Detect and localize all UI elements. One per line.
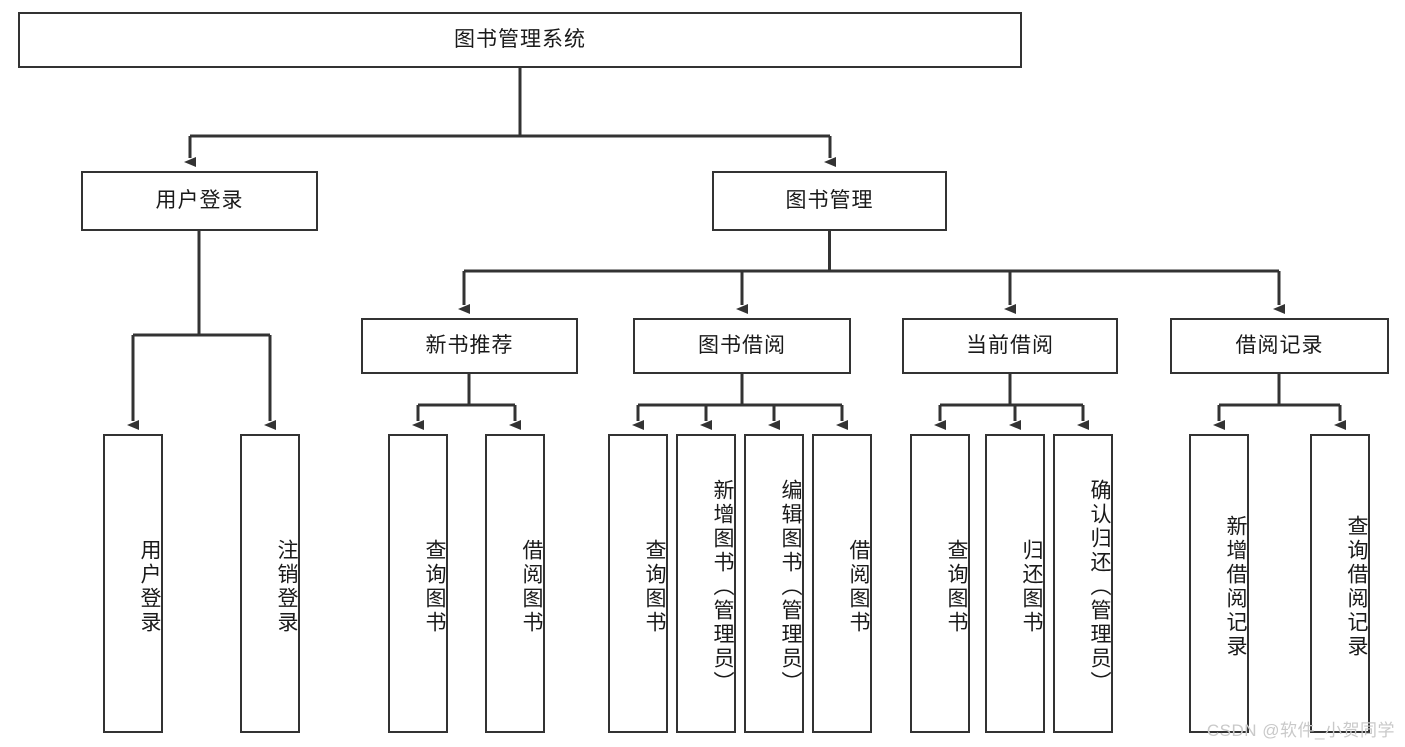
node-leaf-leaf-query-book-2[interactable]: 查询图书 (608, 434, 668, 733)
node-l3-current-borrow[interactable]: 当前借阅 (902, 318, 1118, 374)
node-leaf-leaf-query-book-1[interactable]: 查询图书 (388, 434, 448, 733)
node-label: 图书管理 (785, 189, 874, 213)
node-label: 当前借阅 (966, 334, 1054, 358)
node-leaf-leaf-return-book[interactable]: 归还图书 (985, 434, 1045, 733)
node-label: 新增借阅记录 (1224, 514, 1247, 659)
node-leaf-leaf-borrow-book-2[interactable]: 借阅图书 (812, 434, 872, 733)
node-l3-book-borrow[interactable]: 图书借阅 (633, 318, 851, 374)
node-label: 借阅记录 (1235, 334, 1324, 358)
node-leaf-leaf-query-book-3[interactable]: 查询图书 (910, 434, 970, 733)
node-label: 查询图书 (945, 538, 968, 635)
node-label: 查询借阅记录 (1345, 514, 1368, 659)
node-root-root[interactable]: 图书管理系统 (18, 12, 1022, 68)
node-leaf-leaf-logout[interactable]: 注销登录 (240, 434, 300, 733)
node-leaf-leaf-confirm-return[interactable]: 确认归还（管理员） (1053, 434, 1113, 733)
node-label: 确认归还（管理员） (1088, 478, 1111, 695)
node-label: 新书推荐 (425, 334, 514, 358)
node-label: 借阅图书 (847, 538, 870, 635)
node-leaf-leaf-user-login[interactable]: 用户登录 (103, 434, 163, 733)
watermark-text: CSDN @软件_小贺同学 (1206, 721, 1395, 740)
node-label: 归还图书 (1020, 538, 1043, 635)
node-label: 用户登录 (138, 538, 161, 635)
node-label: 新增图书（管理员） (711, 478, 734, 695)
node-leaf-leaf-add-record[interactable]: 新增借阅记录 (1189, 434, 1249, 733)
node-label: 图书管理系统 (454, 28, 586, 52)
node-leaf-leaf-query-record[interactable]: 查询借阅记录 (1310, 434, 1370, 733)
node-leaf-leaf-edit-book[interactable]: 编辑图书（管理员） (744, 434, 804, 733)
node-label: 注销登录 (275, 538, 298, 635)
node-l3-new-book-rec[interactable]: 新书推荐 (361, 318, 578, 374)
node-l2-user-login[interactable]: 用户登录 (81, 171, 318, 231)
node-label: 查询图书 (643, 538, 666, 635)
node-leaf-leaf-borrow-book-1[interactable]: 借阅图书 (485, 434, 545, 733)
node-label: 编辑图书（管理员） (779, 478, 802, 695)
node-l3-borrow-record[interactable]: 借阅记录 (1170, 318, 1389, 374)
node-leaf-leaf-add-book[interactable]: 新增图书（管理员） (676, 434, 736, 733)
node-label: 用户登录 (155, 189, 244, 213)
node-label: 借阅图书 (520, 538, 543, 635)
node-label: 图书借阅 (698, 334, 786, 358)
node-l2-book-manage[interactable]: 图书管理 (712, 171, 947, 231)
node-label: 查询图书 (423, 538, 446, 635)
